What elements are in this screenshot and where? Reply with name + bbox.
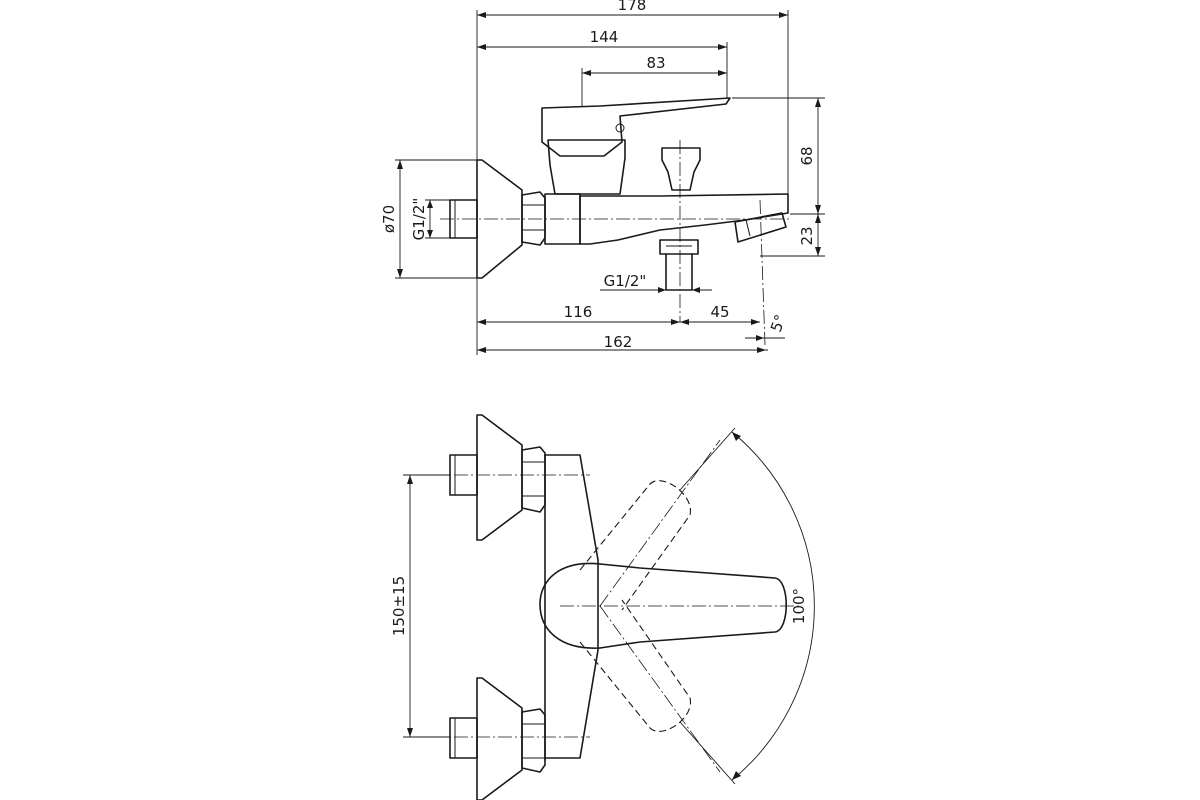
dim-45-label: 45: [710, 303, 729, 321]
top-lever-base: [539, 562, 601, 649]
top-lower-inlet-connector: [449, 717, 478, 759]
top-mixer-body: [544, 454, 599, 759]
top-lower-hex-nut: [521, 708, 546, 773]
dim-178-label: 178: [618, 0, 647, 14]
dim-spacing-label: 150±15: [390, 576, 408, 636]
top-lower-wall-flange: [476, 677, 523, 800]
top-upper-hex-nut: [521, 446, 546, 513]
dim-diameter-70-label: ø70: [380, 205, 398, 233]
dim-outlet-thread-label: G1/2": [604, 272, 647, 290]
side-diverter-knob: [661, 147, 701, 191]
side-spout-aerator: [734, 212, 787, 243]
side-hex-nut: [521, 191, 546, 246]
dim-68-label: 68: [798, 146, 816, 165]
dim-23-label: 23: [798, 226, 816, 245]
top-upper-wall-flange: [476, 414, 523, 541]
side-cartridge-housing: [547, 139, 626, 195]
side-view: 178 144 83 68 23 ø70 G1/2" G1/2" 116 45 …: [380, 0, 825, 355]
dim-162-label: 162: [604, 333, 633, 351]
angle-5-label: 5°: [767, 312, 790, 334]
top-angle-arc: [731, 431, 815, 781]
dim-inlet-thread-label: G1/2": [410, 198, 428, 241]
top-lever-position-left: [579, 480, 691, 611]
dim-116-label: 116: [564, 303, 593, 321]
top-view: 150±15 100°: [390, 414, 815, 800]
dim-83-label: 83: [646, 54, 665, 72]
top-lever-handle: [599, 563, 787, 649]
side-mixer-body: [579, 193, 789, 245]
top-lever-position-right: [579, 599, 691, 732]
side-lever-handle: [541, 97, 731, 157]
side-shower-outlet: [659, 239, 699, 255]
dim-144-label: 144: [590, 28, 619, 46]
angle-100-label: 100°: [790, 588, 808, 624]
